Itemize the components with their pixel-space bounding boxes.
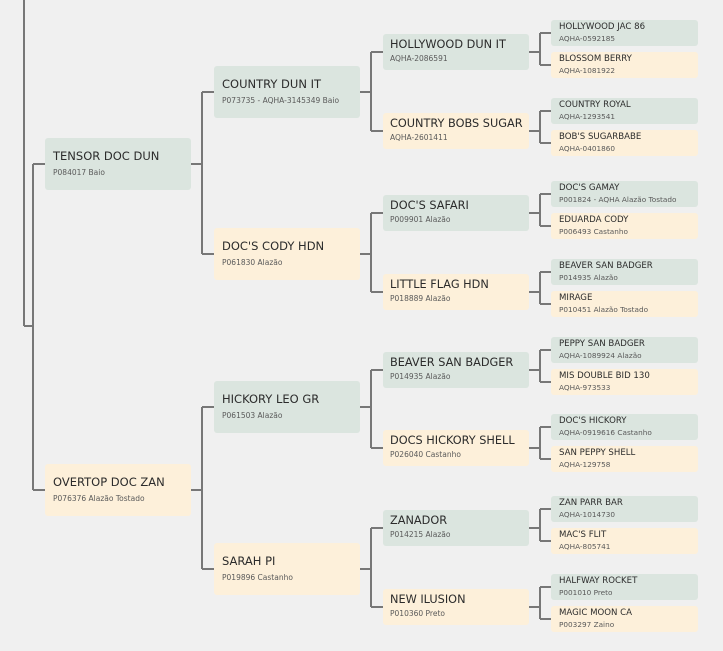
horse-name: MAC'S FLIT — [559, 530, 607, 540]
horse-card-ssdd[interactable]: BOB'S SUGARBABE AQHA-0401860 — [551, 130, 698, 156]
horse-card-dddd[interactable]: MAGIC MOON CA P003297 Zaino — [551, 606, 698, 632]
horse-card-sssd[interactable]: BLOSSOM BERRY AQHA-1081922 — [551, 52, 698, 78]
horse-name: MIRAGE — [559, 293, 593, 303]
horse-card-dsds[interactable]: DOC'S HICKORY AQHA-0919616 Castanho — [551, 414, 698, 440]
horse-name: MIS DOUBLE BID 130 — [559, 371, 650, 381]
horse-card-ssds[interactable]: COUNTRY ROYAL AQHA-1293541 — [551, 98, 698, 124]
horse-card-ssss[interactable]: HOLLYWOOD JAC 86 AQHA-0592185 — [551, 20, 698, 46]
horse-name: SAN PEPPY SHELL — [559, 448, 636, 458]
horse-registration: P010451 Alazão Tostado — [559, 305, 649, 314]
horse-card-ss[interactable]: COUNTRY DUN IT P073735 - AQHA-3145349 Bai… — [214, 66, 360, 118]
horse-registration: AQHA-2086591 — [390, 54, 448, 63]
horse-name: HOLLYWOOD JAC 86 — [559, 22, 646, 32]
horse-registration: AQHA-0919616 Castanho — [559, 428, 652, 437]
horse-name: HOLLYWOOD DUN IT — [390, 38, 506, 51]
horse-card-ds[interactable]: HICKORY LEO GR P061503 Alazão — [214, 381, 360, 433]
horse-card-dd[interactable]: SARAH PI P019896 Castanho — [214, 543, 360, 595]
horse-card-ddds[interactable]: HALFWAY ROCKET P001010 Preto — [551, 574, 698, 600]
horse-registration: P061830 Alazão — [222, 258, 283, 267]
horse-card-dsd[interactable]: DOCS HICKORY SHELL P026040 Castanho — [383, 430, 529, 466]
horse-card-sdsd[interactable]: EDUARDA CODY P006493 Castanho — [551, 213, 698, 239]
horse-card-dam[interactable]: OVERTOP DOC ZAN P076376 Alazão Tostado — [45, 464, 191, 516]
horse-name: OVERTOP DOC ZAN — [53, 475, 165, 489]
horse-name: ZAN PARR BAR — [559, 498, 623, 508]
horse-card-ddss[interactable]: ZAN PARR BAR AQHA-1014730 — [551, 496, 698, 522]
horse-card-sdd[interactable]: LITTLE FLAG HDN P018889 Alazão — [383, 274, 529, 310]
horse-card-ddsd[interactable]: MAC'S FLIT AQHA-805741 — [551, 528, 698, 554]
horse-registration: P014935 Alazão — [390, 372, 451, 381]
horse-card-sd[interactable]: DOC'S CODY HDN P061830 Alazão — [214, 228, 360, 280]
horse-name: DOC'S GAMAY — [559, 183, 620, 193]
horse-name: DOC'S CODY HDN — [222, 239, 325, 253]
horse-registration: AQHA-129758 — [559, 460, 611, 469]
horse-name: EDUARDA CODY — [559, 215, 629, 225]
horse-registration: P061503 Alazão — [222, 411, 283, 420]
horse-name: NEW ILUSION — [390, 593, 466, 606]
horse-name: HICKORY LEO GR — [222, 392, 320, 406]
horse-card-dsss[interactable]: PEPPY SAN BADGER AQHA-1089924 Alazão — [551, 337, 698, 363]
horse-registration: AQHA-1089924 Alazão — [559, 351, 642, 360]
horse-registration: P009901 Alazão — [390, 215, 451, 224]
horse-registration: AQHA-2601411 — [390, 133, 448, 142]
horse-card-sddd[interactable]: MIRAGE P010451 Alazão Tostado — [551, 291, 698, 317]
horse-card-sss[interactable]: HOLLYWOOD DUN IT AQHA-2086591 — [383, 34, 529, 70]
horse-card-sds[interactable]: DOC'S SAFARI P009901 Alazão — [383, 195, 529, 231]
horse-registration: AQHA-1081922 — [559, 66, 616, 75]
horse-registration: P010360 Preto — [390, 609, 445, 618]
horse-registration: AQHA-1014730 — [559, 510, 616, 519]
horse-card-dss[interactable]: BEAVER SAN BADGER P014935 Alazão — [383, 352, 529, 388]
horse-name: BLOSSOM BERRY — [559, 54, 632, 64]
horse-registration: AQHA-805741 — [559, 542, 611, 551]
horse-name: ZANADOR — [390, 514, 448, 527]
horse-name: COUNTRY BOBS SUGAR — [390, 117, 523, 130]
horse-card-sire[interactable]: TENSOR DOC DUN P084017 Baio — [45, 138, 191, 190]
horse-registration: P003297 Zaino — [559, 620, 615, 629]
horse-registration: P001824 - AQHA Alazão Tostado — [559, 195, 677, 204]
horse-name: BOB'S SUGARBABE — [559, 132, 642, 142]
horse-name: BEAVER SAN BADGER — [390, 356, 514, 369]
horse-registration: P018889 Alazão — [390, 294, 451, 303]
horse-name: LITTLE FLAG HDN — [390, 278, 489, 291]
horse-registration: P006493 Castanho — [559, 227, 628, 236]
horse-registration: P084017 Baio — [53, 168, 105, 177]
horse-registration: P026040 Castanho — [390, 450, 461, 459]
horse-name: DOC'S HICKORY — [559, 416, 627, 426]
horse-registration: P019896 Castanho — [222, 573, 293, 582]
horse-registration: AQHA-1293541 — [559, 112, 616, 121]
horse-name: COUNTRY ROYAL — [559, 100, 631, 110]
horse-name: DOC'S SAFARI — [390, 199, 469, 212]
horse-name: PEPPY SAN BADGER — [559, 339, 645, 349]
horse-card-dsdd[interactable]: SAN PEPPY SHELL AQHA-129758 — [551, 446, 698, 472]
horse-registration: P073735 - AQHA-3145349 Baio — [222, 96, 340, 105]
horse-registration: P001010 Preto — [559, 588, 613, 597]
horse-name: MAGIC MOON CA — [559, 608, 633, 618]
horse-registration: AQHA-0592185 — [559, 34, 616, 43]
horse-registration: P014935 Alazão — [559, 273, 618, 282]
horse-name: SARAH PI — [222, 554, 276, 568]
horse-registration: AQHA-0401860 — [559, 144, 616, 153]
horse-name: BEAVER SAN BADGER — [559, 261, 653, 271]
horse-name: HALFWAY ROCKET — [559, 576, 638, 586]
horse-name: DOCS HICKORY SHELL — [390, 434, 515, 447]
horse-name: COUNTRY DUN IT — [222, 77, 322, 91]
horse-card-dds[interactable]: ZANADOR P014215 Alazão — [383, 510, 529, 546]
horse-card-sdds[interactable]: BEAVER SAN BADGER P014935 Alazão — [551, 259, 698, 285]
horse-registration: P076376 Alazão Tostado — [53, 494, 145, 503]
horse-registration: P014215 Alazão — [390, 530, 451, 539]
horse-name: TENSOR DOC DUN — [53, 149, 160, 163]
horse-registration: AQHA-973533 — [559, 383, 611, 392]
horse-card-ssd[interactable]: COUNTRY BOBS SUGAR AQHA-2601411 — [383, 113, 529, 149]
horse-card-ddd[interactable]: NEW ILUSION P010360 Preto — [383, 589, 529, 625]
horse-card-sdss[interactable]: DOC'S GAMAY P001824 - AQHA Alazão Tostado — [551, 181, 698, 207]
